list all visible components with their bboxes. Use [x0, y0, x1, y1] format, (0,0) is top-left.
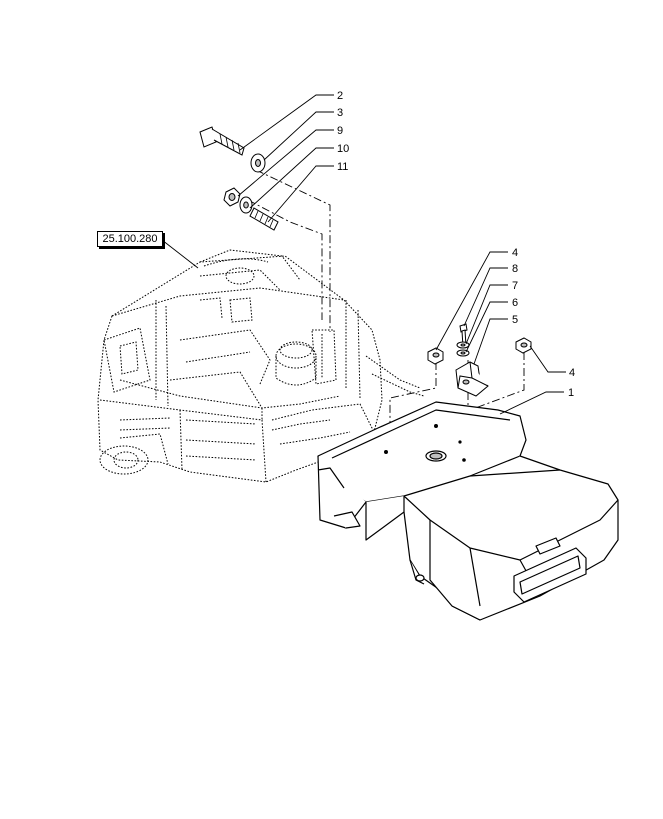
callout-2: 2 [337, 90, 343, 102]
washer-part-7 [456, 341, 470, 349]
washer-part-10 [239, 196, 253, 214]
bolt-part-2 [199, 126, 245, 156]
callout-11: 11 [337, 161, 348, 173]
callout-7: 7 [512, 280, 518, 292]
callout-leaders [161, 94, 566, 415]
washer-part-6 [456, 349, 470, 357]
callout-labels: 2 3 9 10 11 4 8 7 6 5 4 1 [337, 90, 575, 399]
callout-4-lower: 4 [569, 367, 575, 379]
stud-part-11 [249, 207, 279, 231]
callout-10: 10 [337, 143, 349, 155]
callout-4-upper: 4 [512, 247, 518, 259]
washer-part-3 [250, 153, 266, 173]
callout-9: 9 [337, 125, 343, 137]
frame-housing-dotted [97, 249, 425, 483]
cover-part-1 [317, 401, 619, 621]
nut-part-9 [223, 187, 241, 207]
nut-part-4-left [427, 347, 444, 365]
reference-section-box[interactable]: 25.100.280 [97, 231, 163, 247]
callout-5: 5 [512, 314, 518, 326]
callout-3: 3 [337, 107, 343, 119]
nut-part-4-right [515, 337, 532, 354]
bracket-part-5 [455, 361, 489, 397]
callout-1: 1 [568, 387, 574, 399]
callout-6: 6 [512, 297, 518, 309]
callout-8: 8 [512, 263, 518, 275]
